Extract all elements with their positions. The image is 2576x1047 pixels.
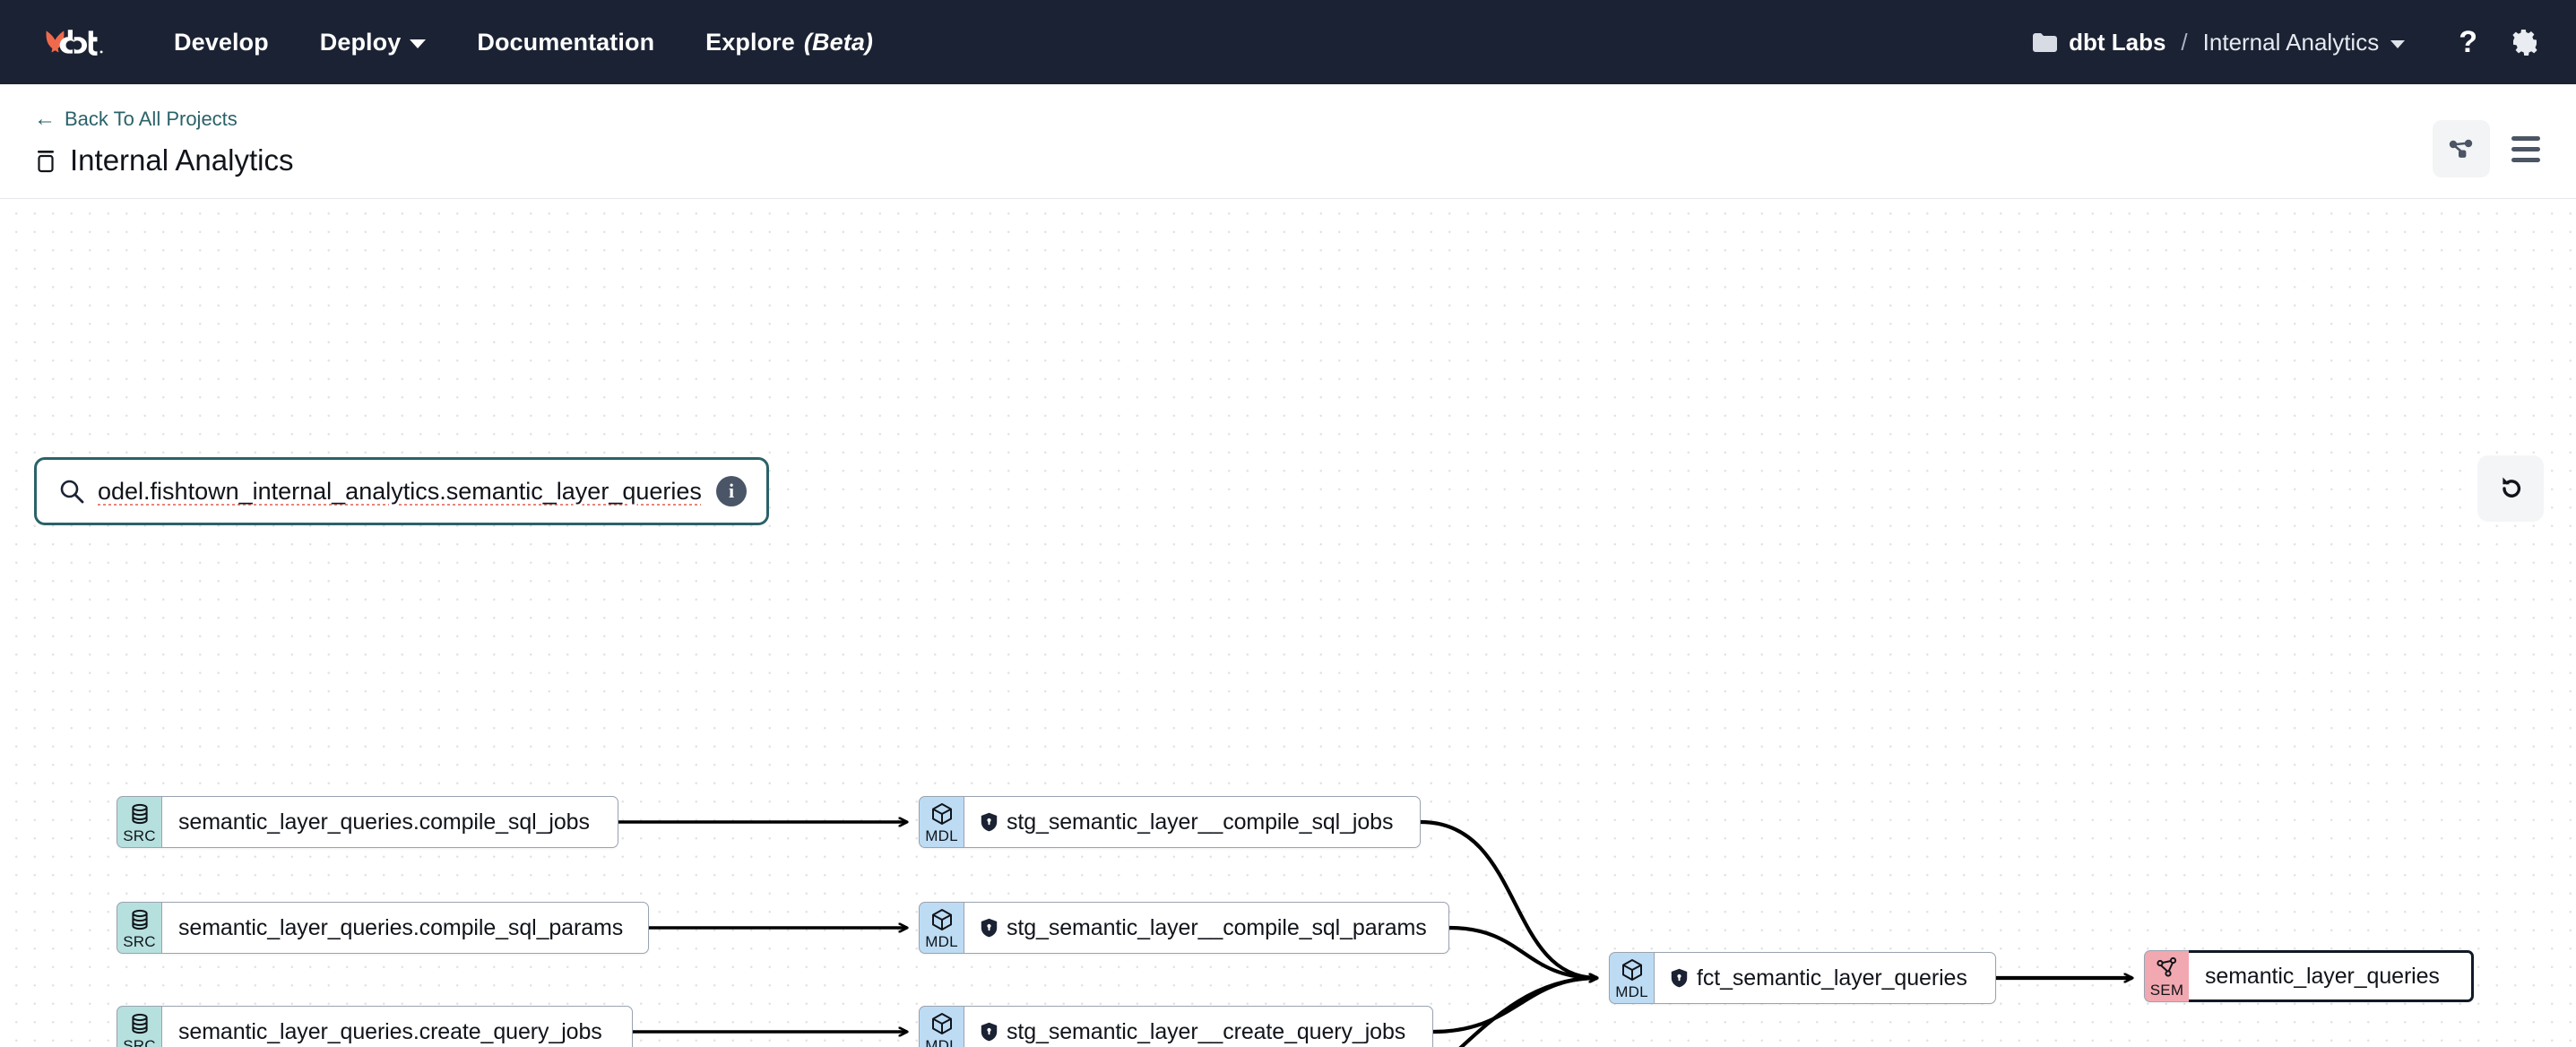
dbt-logo-icon	[46, 30, 103, 56]
node-type-badge-src: SRC	[117, 902, 161, 954]
cube-3d-icon	[1621, 959, 1642, 981]
node-label: stg_semantic_layer__create_query_jobs	[1007, 1018, 1406, 1044]
nav-link-explore-label: Explore	[705, 28, 795, 56]
project-switcher[interactable]: Internal Analytics	[2203, 29, 2406, 56]
lineage-share-icon	[2449, 139, 2473, 158]
lineage-node-src1[interactable]: SRC semantic_layer_queries.compile_sql_jo…	[117, 796, 618, 848]
nav-link-documentation[interactable]: Documentation	[477, 29, 654, 56]
node-type-label: SRC	[123, 933, 156, 950]
node-label: semantic_layer_queries	[2205, 963, 2440, 989]
node-label: fct_semantic_layer_queries	[1697, 965, 1967, 991]
hamburger-line	[2511, 135, 2540, 141]
node-label: semantic_layer_queries.create_query_jobs	[178, 1018, 602, 1044]
lineage-node-mdl3[interactable]: MDL stg_semantic_layer__create_query_jobs	[919, 1006, 1433, 1047]
node-label: stg_semantic_layer__compile_sql_params	[1007, 914, 1427, 940]
node-type-badge-sem: SEM	[2144, 950, 2189, 1002]
search-input[interactable]	[98, 477, 707, 506]
page-title-row: Internal Analytics	[34, 143, 293, 177]
search-magnifier-icon	[60, 480, 84, 504]
nav-link-develop-label: Develop	[174, 28, 269, 56]
project-name-label: Internal Analytics	[2202, 28, 2380, 56]
back-to-all-projects-link[interactable]: ← Back To All Projects	[34, 108, 293, 131]
shield-lock-icon	[1671, 968, 1688, 988]
nav-link-explore[interactable]: Explore (Beta)	[705, 29, 873, 56]
lineage-share-button[interactable]	[2433, 120, 2490, 177]
chevron-down-icon	[410, 39, 427, 48]
lineage-edges	[618, 199, 2576, 1047]
node-body[interactable]: semantic_layer_queries.compile_sql_param…	[161, 902, 649, 954]
dbt-brand-logo[interactable]	[41, 15, 118, 69]
main-nav-links: Develop Deploy Documentation Explore (Be…	[174, 29, 873, 56]
lineage-node-mdl1[interactable]: MDL stg_semantic_layer__compile_sql_jobs	[919, 796, 1421, 848]
node-body[interactable]: semantic_layer_queries.compile_sql_jobs	[161, 796, 618, 848]
nav-link-explore-beta-badge: (Beta)	[803, 28, 874, 56]
node-type-label: MDL	[1615, 983, 1648, 1000]
lineage-node-mdl2[interactable]: MDL stg_semantic_layer__compile_sql_param…	[919, 902, 1449, 954]
info-circle-icon[interactable]: i	[716, 476, 747, 506]
org-breadcrumb[interactable]: dbt Labs	[2032, 29, 2165, 56]
node-type-badge-mdl: MDL	[1609, 952, 1654, 1004]
cube-3d-icon	[931, 803, 952, 825]
database-cylinder-icon	[131, 1013, 148, 1034]
node-type-label: SRC	[123, 1037, 156, 1047]
database-cylinder-icon	[131, 803, 148, 825]
nav-link-develop[interactable]: Develop	[174, 29, 269, 56]
node-type-label: MDL	[925, 933, 958, 950]
hamburger-line	[2511, 157, 2540, 162]
project-subheader: ← Back To All Projects Internal Analytic…	[0, 84, 2576, 199]
lineage-node-sem[interactable]: SEM semantic_layer_queries	[2144, 950, 2474, 1002]
node-label: semantic_layer_queries.compile_sql_param…	[178, 914, 624, 940]
reset-rotate-ccw-icon	[2503, 477, 2521, 498]
node-body[interactable]: semantic_layer_queries.create_query_jobs	[161, 1006, 633, 1047]
database-cylinder-icon	[131, 909, 148, 930]
gear-icon[interactable]	[2511, 28, 2540, 56]
node-type-badge-mdl: MDL	[919, 902, 964, 954]
cube-3d-icon	[931, 1013, 952, 1034]
node-type-badge-src: SRC	[117, 1006, 161, 1047]
nav-link-deploy[interactable]: Deploy	[320, 29, 427, 56]
node-type-badge-mdl: MDL	[919, 796, 964, 848]
nav-link-documentation-label: Documentation	[477, 28, 655, 56]
org-name-label: dbt Labs	[2069, 28, 2166, 56]
breadcrumb-separator: /	[2181, 28, 2188, 56]
nav-link-deploy-label: Deploy	[319, 28, 402, 56]
node-body[interactable]: semantic_layer_queries	[2189, 950, 2474, 1002]
arrow-left-icon: ←	[34, 107, 56, 131]
node-label: semantic_layer_queries.compile_sql_jobs	[178, 809, 590, 835]
lineage-node-src2[interactable]: SRC semantic_layer_queries.compile_sql_pa…	[117, 902, 649, 954]
help-question-icon[interactable]: ?	[2459, 25, 2477, 59]
back-link-label: Back To All Projects	[65, 108, 238, 130]
cube-3d-icon	[931, 909, 952, 930]
node-type-badge-src: SRC	[117, 796, 161, 848]
shield-lock-icon	[981, 812, 998, 832]
top-navigation-bar: Develop Deploy Documentation Explore (Be…	[0, 0, 2576, 84]
project-cylinder-icon	[38, 150, 54, 172]
node-body[interactable]: stg_semantic_layer__create_query_jobs	[964, 1006, 1433, 1047]
node-body[interactable]: stg_semantic_layer__compile_sql_jobs	[964, 796, 1421, 848]
node-label: stg_semantic_layer__compile_sql_jobs	[1007, 809, 1394, 835]
search-bar[interactable]: i	[34, 457, 769, 525]
chevron-down-icon	[2390, 39, 2406, 48]
node-type-label: SEM	[2149, 982, 2184, 999]
semantic-graph-icon	[2156, 956, 2176, 977]
node-type-label: MDL	[925, 827, 958, 844]
shield-lock-icon	[981, 918, 998, 938]
hamburger-line	[2511, 146, 2540, 151]
page-title: Internal Analytics	[70, 143, 294, 177]
node-type-badge-mdl: MDL	[919, 1006, 964, 1047]
node-body[interactable]: fct_semantic_layer_queries	[1654, 952, 1996, 1004]
reset-view-button[interactable]	[2477, 455, 2544, 522]
hamburger-menu-button[interactable]	[2506, 127, 2546, 171]
nav-right-cluster: dbt Labs / Internal Analytics ?	[2032, 27, 2540, 57]
folder-icon	[2033, 32, 2058, 52]
node-body[interactable]: stg_semantic_layer__compile_sql_params	[964, 902, 1449, 954]
shield-lock-icon	[981, 1022, 998, 1042]
node-type-label: MDL	[925, 1037, 958, 1047]
lineage-node-src3[interactable]: SRC semantic_layer_queries.create_query_j…	[117, 1006, 633, 1047]
subheader-actions	[2433, 108, 2546, 177]
lineage-node-fct[interactable]: MDL fct_semantic_layer_queries	[1609, 952, 1996, 1004]
node-type-label: SRC	[123, 827, 156, 844]
subheader-left: ← Back To All Projects Internal Analytic…	[34, 108, 293, 177]
